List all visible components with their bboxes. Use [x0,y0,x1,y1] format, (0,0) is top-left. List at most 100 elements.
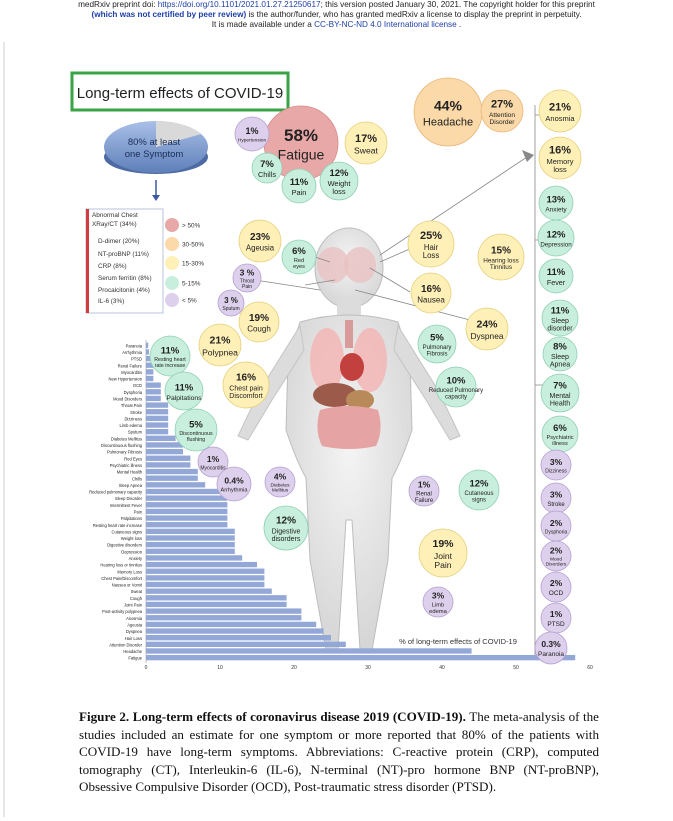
bubble-label: Pulmonary [423,345,452,351]
bubble-label: disorder [547,326,573,333]
bubble-pct: 11% [547,267,566,278]
bubble-circle [477,233,525,281]
bar-label-throat-pain: Throat Pain [121,403,143,408]
bubble-pct: 1% [418,479,431,489]
bubble-pct: 11% [290,177,309,188]
bar-dysphoria [146,389,161,395]
bubble-pct: 16% [549,144,571,156]
bar-label-ptsd: PTSD [131,357,142,362]
bubble-circle [232,263,262,293]
bubble-label: Failure [415,498,434,504]
bubble-sweat: 17%Sweat [344,121,388,165]
bar-label-arrhythmia: Arrhythmia [122,350,143,355]
bar-pain [146,508,228,515]
bubble-nausea: 16%Nausea [410,272,452,314]
bubble-label: loss [332,187,345,196]
bubble-circle [217,289,245,317]
bubble-label: Health [550,401,570,408]
bubble-circle [216,466,252,502]
bubble-label: Arrhythmia [220,488,248,494]
bubble-pain: 11%Pain [281,168,317,204]
bar-anxiety [146,555,243,561]
bubble-label: Limb [432,603,445,609]
bar-label-intermittent-fever: Intermittent Fever [110,503,143,508]
bubble-circle [234,116,270,152]
bar-digestive-disorders [146,541,235,548]
legend-item-crp-8: CRP (8%) [98,263,127,270]
bubble-label: eyes [293,264,305,270]
bubble-label: edema [429,609,448,615]
bar-dizziness [146,415,169,422]
bubble-circle [465,307,509,351]
bubble-pct: 3% [550,457,563,467]
bubble-label: Dyspnea [470,331,503,341]
bar-resting-heart-rate-increase [146,522,228,528]
bubble-pct: 6% [553,423,567,434]
bubble-label: Sweat [354,146,378,156]
bubble-label: Reduced Pulmonary [429,388,483,394]
bubble-pct: 15% [491,245,511,256]
bubble-circle [538,89,582,133]
bubble-paranoia: 0.3%Paranoia [534,631,568,665]
bar-label-attention-disorder: Attention Disorder [109,642,142,647]
bubble-label: Throat [240,279,255,285]
bubble-label: Mellitus [272,488,289,494]
bubble-label: Fibrosis [426,352,447,358]
bar-discontinuous-flushing [146,442,183,448]
connector-arrowhead [522,150,534,162]
bubble-pct: 11% [551,306,570,317]
legend-item-d-dimer-20: D-dimer (20%) [98,238,140,245]
license-link[interactable]: CC-BY-NC-ND 4.0 International license [314,20,457,29]
bubble-pct: 13% [546,194,566,205]
bubble-pct: 21% [209,335,231,347]
legend-scale-swatch [165,256,179,270]
bar-label-palpitations: Palpitations [121,516,142,521]
doi-link[interactable]: https://doi.org/10.1101/2021.01.27.21250… [157,0,321,9]
bubble-circle [264,466,296,498]
bar-intermittent-fever [146,502,228,508]
human-body-illustration [237,227,461,651]
bubble-myocarditis: 1%Myocarditis [197,446,229,478]
bubble-label: Discomfort [229,393,263,400]
bar-label-stroke: Stroke [130,410,143,415]
x-tick-0: 0 [145,665,148,671]
bubble-label: Nausea [417,296,445,305]
bubble-pct: 3% [550,489,563,499]
bubble-dyspnea: 24%Dyspnea [465,307,509,351]
bubble-label: Pain [292,188,307,197]
bubble-circle [540,571,572,603]
bar-weight-loss [146,535,235,541]
bar-label-memory-loss: Memory Loss [117,569,142,574]
bubble-pct: 1% [245,126,258,136]
bubble-label: Depression [540,241,572,248]
bubble-circle [281,168,317,204]
banner-suffix: ; this version posted January 30, 2021. … [320,0,595,9]
bubble-arrhythmia: 0.4%Arrhythmia [216,466,252,502]
bubble-label: Myocarditis [200,465,226,471]
bubble-circle [410,272,452,314]
bar-label-reduced-pulmonary-capacity: Reduced pulmonary capacity [89,490,143,495]
bar-headache [146,648,472,654]
bubble-circle [197,446,229,478]
bubble-label: Dysphoria [545,529,568,535]
caption-text: The meta-analysis of the studies include… [79,709,599,795]
bar-label-sweat: Sweat [131,589,143,594]
bubble-label: illness [552,441,568,447]
bar-myocarditis [146,369,154,375]
bubble-ageusia: 23%Ageusia [238,219,282,263]
peer-review-note: (which was not certified by peer review) [91,10,247,19]
bubble-circle [344,121,388,165]
bar-label-pulmonary-fibrosis: Pulmonary Fibrosis [107,450,142,455]
bubble-label: Cough [247,325,271,334]
bar-pulmonary-fibrosis [146,448,183,455]
bubble-label: Joint [434,551,453,561]
bubble-label: Renal [416,492,432,498]
bubble-label: Ageusia [246,244,275,253]
pie-label-line1: 80% at least [128,137,181,148]
bubble-label: Mental [549,393,570,400]
